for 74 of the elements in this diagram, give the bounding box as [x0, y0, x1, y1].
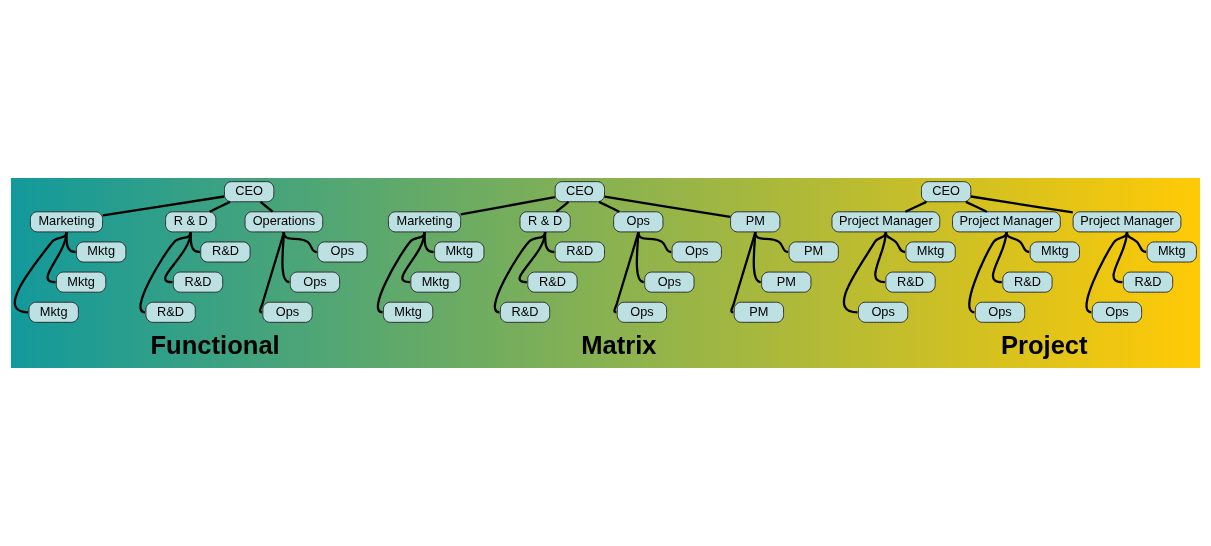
- node-box: CEO: [921, 181, 972, 203]
- node-box: CEO: [224, 181, 275, 203]
- node-box: Mktg: [410, 271, 461, 293]
- connector: [965, 200, 988, 213]
- connector: [1085, 231, 1129, 314]
- node-box: Marketing: [29, 211, 103, 233]
- node-box: R&D: [200, 241, 251, 263]
- connector: [637, 231, 672, 254]
- connector: [904, 200, 927, 213]
- node-box: Project Manager: [1072, 211, 1182, 233]
- connector: [970, 195, 1074, 214]
- connector: [13, 231, 68, 314]
- label: Functional: [150, 330, 280, 359]
- node-box: Ops: [289, 271, 341, 293]
- node-box: Mktg: [383, 301, 434, 323]
- node-box: Ops: [262, 301, 313, 323]
- node-box: R&D: [885, 271, 936, 293]
- connector: [401, 231, 426, 284]
- connector: [555, 201, 570, 213]
- node-box: Ops: [858, 301, 909, 323]
- node-box: Mktg: [434, 241, 485, 263]
- node-box: PM: [730, 211, 781, 233]
- node-box: Mktg: [1146, 241, 1197, 263]
- connector: [259, 201, 274, 213]
- connector: [460, 196, 556, 216]
- connector: [423, 231, 434, 254]
- node-box: Ops: [671, 241, 722, 263]
- node-box: R&D: [1122, 271, 1174, 293]
- connector: [991, 231, 1008, 284]
- connector: [754, 231, 789, 254]
- node-box: Marketing: [388, 211, 462, 233]
- node-box: R&D: [145, 301, 196, 323]
- label: Matrix: [581, 330, 657, 359]
- node-box: R&D: [172, 271, 224, 293]
- connector: [604, 195, 731, 219]
- connector: [884, 231, 906, 254]
- connector: [258, 231, 285, 314]
- node-box: Mktg: [55, 271, 107, 293]
- node-box: R&D: [499, 301, 551, 323]
- node-box: Mktg: [76, 241, 127, 263]
- node-box: Mktg: [1029, 241, 1080, 263]
- connector: [46, 231, 68, 284]
- node-box: R & D: [165, 211, 217, 233]
- node-box: Ops: [974, 301, 1026, 323]
- connector: [281, 231, 290, 284]
- node-box: PM: [788, 241, 839, 263]
- node-box: Mktg: [905, 241, 956, 263]
- node-box: Project Manager: [952, 211, 1061, 233]
- node-box: Ops: [1091, 301, 1143, 323]
- node-box: Ops: [616, 301, 668, 323]
- connector: [102, 195, 225, 217]
- label: Project: [1000, 330, 1088, 359]
- connector: [65, 231, 76, 254]
- connector: [209, 200, 231, 213]
- node-box: Ops: [644, 271, 695, 293]
- node-box: Ops: [317, 241, 368, 263]
- node-box: Mktg: [28, 301, 79, 323]
- connector: [1125, 231, 1147, 254]
- node-box: R&D: [527, 271, 578, 293]
- connector: [842, 231, 887, 314]
- node-box: Project Manager: [831, 211, 941, 233]
- connector: [598, 200, 620, 213]
- node-box: PM: [761, 271, 812, 293]
- node-box: Ops: [613, 211, 664, 233]
- connector: [613, 231, 640, 314]
- node-box: Operations: [244, 211, 324, 233]
- connector: [730, 231, 757, 314]
- node-box: R & D: [519, 211, 571, 233]
- node-box: PM: [733, 301, 784, 323]
- node-box: R&D: [1002, 271, 1053, 293]
- connector: [164, 231, 192, 284]
- node-box: R&D: [554, 241, 605, 263]
- connector: [1005, 231, 1030, 254]
- node-box: CEO: [554, 181, 605, 203]
